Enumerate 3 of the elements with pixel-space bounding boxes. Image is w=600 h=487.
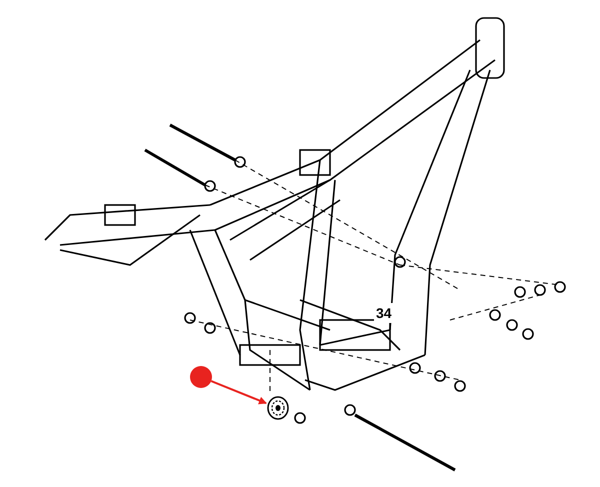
arrow	[210, 380, 267, 404]
callout-number: 34	[374, 303, 394, 323]
bushing-drawing	[266, 395, 290, 421]
